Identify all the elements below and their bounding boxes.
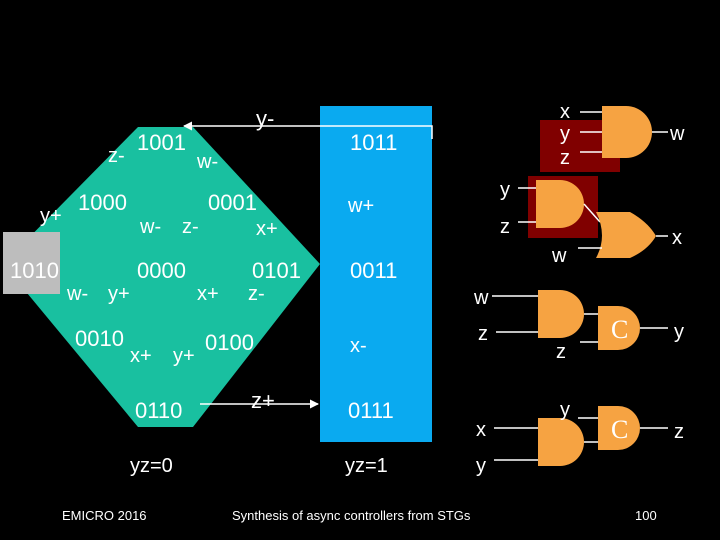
state-0111: 0111 xyxy=(348,398,394,423)
trans-x-minus: x- xyxy=(350,335,367,357)
trans-y-plus-1: y+ xyxy=(40,205,62,227)
region-gray-corner xyxy=(3,232,60,294)
state-1011: 1011 xyxy=(350,130,397,155)
and2-top-input-z: z xyxy=(500,216,510,238)
state-0110: 0110 xyxy=(135,398,182,423)
region-yz0 xyxy=(3,127,320,427)
and3-output-w: w xyxy=(669,123,685,145)
and2-top-gate xyxy=(518,180,601,228)
trans-z-minus-2: z- xyxy=(182,216,199,238)
and3-input-y: y xyxy=(560,123,570,145)
c-element-1 xyxy=(580,306,668,350)
and2-bottom-gate xyxy=(494,418,600,466)
trans-z-minus-3: z- xyxy=(248,283,265,305)
state-0101: 0101 xyxy=(252,258,301,283)
arrow-y-minus xyxy=(183,121,433,139)
c-element-1-symbol: C xyxy=(611,315,628,344)
and3-input-x: x xyxy=(560,101,570,123)
and3-gate xyxy=(580,106,668,158)
or-output-x: x xyxy=(672,227,682,249)
blue-bar xyxy=(320,106,432,442)
trans-y-plus-2: y+ xyxy=(108,283,130,305)
trans-y-minus: y- xyxy=(256,106,274,131)
footer-center: Synthesis of async controllers from STGs xyxy=(232,508,471,523)
trans-x-plus-1: x+ xyxy=(256,218,278,240)
caption-yz0: yz=0 xyxy=(130,455,173,477)
trans-y-plus-3: y+ xyxy=(173,345,195,367)
or-input-w: w xyxy=(551,245,567,267)
and2-bottom-input-y: y xyxy=(476,455,486,477)
c2-output-z: z xyxy=(674,421,684,443)
caption-yz1: yz=1 xyxy=(345,455,388,477)
c1-output-y: y xyxy=(674,321,684,343)
trans-x-plus-2: x+ xyxy=(197,283,219,305)
trans-w-minus-2: w- xyxy=(139,216,161,238)
page-number: 100 xyxy=(635,508,657,523)
state-0011: 0011 xyxy=(350,258,397,283)
state-1000: 1000 xyxy=(78,190,127,215)
or-gate xyxy=(578,212,668,258)
and2-bottom-input-x: x xyxy=(476,419,486,441)
trans-z-minus-1: z- xyxy=(108,145,125,167)
state-1010: 1010 xyxy=(10,258,59,283)
c-element-2 xyxy=(578,406,668,450)
trans-w-minus-1: w- xyxy=(196,151,218,173)
trans-z-plus: z+ xyxy=(251,388,275,413)
footer-left: EMICRO 2016 xyxy=(62,508,147,523)
trans-w-minus-3: w- xyxy=(66,283,88,305)
trans-x-plus-3: x+ xyxy=(130,345,152,367)
and2-mid-input-z: z xyxy=(478,323,488,345)
c1-input-z: z xyxy=(556,341,566,363)
trans-w-plus: w+ xyxy=(347,195,374,217)
state-0100: 0100 xyxy=(205,330,254,355)
state-0000: 0000 xyxy=(137,258,186,283)
and3-input-z: z xyxy=(560,147,570,169)
c2-input-y: y xyxy=(560,399,570,421)
c-element-2-symbol: C xyxy=(611,415,628,444)
and2-top-input-y: y xyxy=(500,179,510,201)
and2-mid-input-w: w xyxy=(473,287,489,309)
state-0001: 0001 xyxy=(208,190,257,215)
state-1001: 1001 xyxy=(137,130,186,155)
and2-mid-gate xyxy=(492,290,600,338)
state-0010: 0010 xyxy=(75,326,124,351)
